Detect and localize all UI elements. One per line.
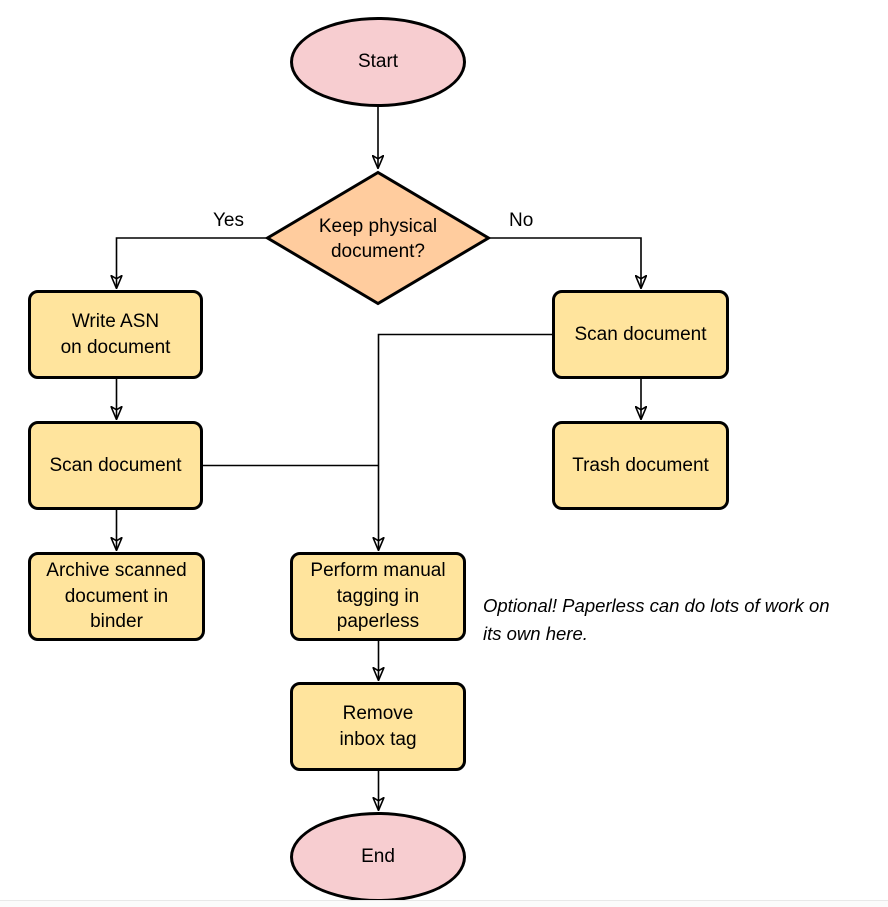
edge-label-yes: Yes [213, 210, 244, 231]
node-archive-binder: Archive scanned document in binder [28, 552, 205, 641]
node-remove-inbox-tag: Remove inbox tag [290, 682, 466, 771]
node-trash-document-label: Trash document [572, 454, 709, 476]
edge-label-no: No [509, 210, 534, 231]
edge-decision-no-to-scan-right [489, 237, 641, 288]
node-write-asn: Write ASN on document [28, 290, 203, 379]
edge-decision-yes-to-write-asn [117, 237, 267, 288]
annotation-line-2: its own here. [483, 622, 588, 644]
node-start: Start [290, 17, 466, 107]
node-remove-inbox-tag-label: Remove inbox tag [339, 702, 417, 750]
node-scan-document-right: Scan document [552, 290, 729, 379]
node-write-asn-label: Write ASN on document [60, 310, 171, 358]
page-bottom-edge [0, 900, 888, 907]
edge-scan-right-to-tagging [379, 333, 552, 551]
node-scan-document-left: Scan document [28, 421, 203, 510]
node-scan-document-left-label: Scan document [49, 454, 182, 476]
node-archive-binder-label: Archive scanned document in binder [46, 560, 187, 633]
decision-diamond-shape [265, 170, 491, 306]
node-end: End [290, 812, 466, 902]
node-end-label: End [361, 846, 395, 868]
annotation-optional-note: Optional! Paperless can do lots of work … [483, 592, 888, 648]
node-start-label: Start [357, 51, 399, 73]
node-decision: Keep physical document? [265, 170, 491, 306]
annotation-line-1: Optional! Paperless can do lots of work … [483, 595, 830, 616]
node-manual-tagging-label: Perform manual tagging in paperless [310, 560, 446, 633]
node-manual-tagging: Perform manual tagging in paperless [290, 552, 466, 641]
node-decision-label: Keep physical document? [318, 216, 438, 262]
node-trash-document: Trash document [552, 421, 729, 510]
node-scan-document-right-label: Scan document [574, 323, 707, 345]
